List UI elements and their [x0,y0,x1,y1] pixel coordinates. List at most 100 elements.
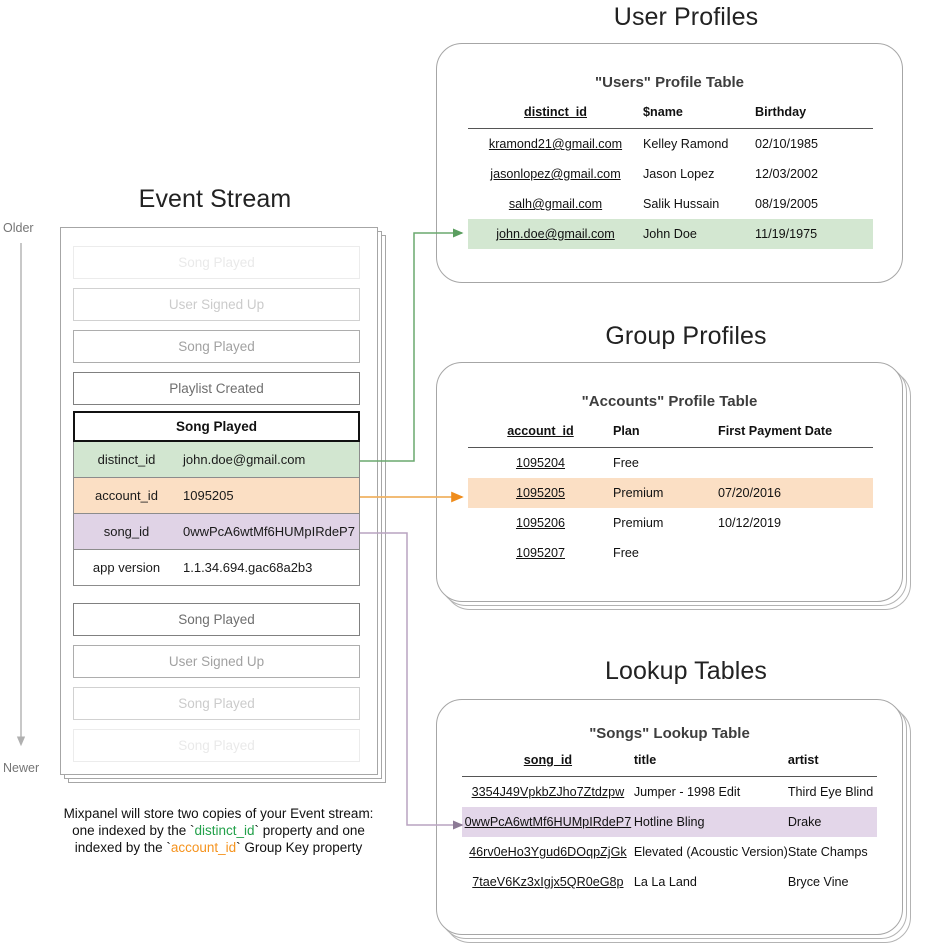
table-cell: Drake [787,807,877,837]
key-value: 7taeV6Kz3xIgjx5QR0eG8p [472,875,624,889]
caption-line-2-prefix: one indexed by the ` [72,823,195,838]
table-cell: 7taeV6Kz3xIgjx5QR0eG8p [462,867,634,897]
column-header: distinct_id [468,105,643,129]
table-cell: State Champs [787,845,868,859]
event-item-newer-2[interactable]: Song Played [73,687,360,720]
column-header: Plan [613,424,718,448]
caption-line-3-suffix: ` Group Key property [236,840,363,855]
table-cell: 1095207 [468,538,613,568]
table-cell: Premium [613,516,664,530]
event-label: User Signed Up [168,654,265,669]
table-cell: John Doe [643,219,755,249]
axis-label-older: Older [3,221,34,235]
songs-table-row[interactable]: 46rv0eHo3Ygud6DOqpZjGk Elevated (Acoustic… [462,837,877,867]
table-cell: 3354J49VpkbZJho7Ztdzpw [462,777,634,808]
event-item-older-2[interactable]: Song Played [73,330,360,363]
key-value: jasonlopez@gmail.com [490,167,621,181]
axis-label-newer: Newer [3,761,40,775]
table-cell [718,538,873,568]
caption-line-2-suffix: ` property and one [254,823,365,838]
table-cell: Jason Lopez [643,167,715,181]
table-cell: Free [613,456,639,470]
event-property-value: 1.1.34.694.gac68a2b3 [183,560,313,575]
key-value: salh@gmail.com [508,197,603,211]
event-label: Song Played [178,612,255,627]
songs-table-row[interactable]: 7taeV6Kz3xIgjx5QR0eG8p La La Land Bryce Vi… [462,867,877,897]
event-item-older-3[interactable]: Playlist Created [73,372,360,405]
table-cell: Elevated (Acoustic Version) [633,845,788,859]
table-cell: john.doe@gmail.com [468,219,643,249]
key-value: 1095205 [515,486,566,500]
table-cell: 1095205 [468,478,613,508]
lookup-tables-heading: Lookup Tables [604,657,768,685]
user-profiles-heading: User Profiles [613,3,759,31]
table-cell: Bryce Vine [787,875,849,889]
key-value: john.doe@gmail.com [496,227,615,241]
event-stream-heading: Event Stream [138,185,292,213]
key-value: 3354J49VpkbZJho7Ztdzpw [471,785,625,799]
column-header: title [633,753,788,777]
table-cell: La La Land [633,875,697,889]
table-cell: 08/19/2005 [755,197,819,211]
event-label: Song Played [178,738,255,753]
event-label: Playlist Created [169,381,264,396]
table-cell: kramond21@gmail.com [468,129,643,160]
table-cell: salh@gmail.com [468,189,643,219]
accounts-table-row[interactable]: 1095206 Premium 10/12/2019 [468,508,873,538]
event-item-older-1[interactable]: User Signed Up [73,288,360,321]
event-label: Song Played [178,696,255,711]
column-header: Birthday [755,105,873,129]
event-property-key: song_id [103,524,150,539]
table-cell: 12/03/2002 [755,167,819,181]
table-cell [718,448,873,479]
key-value: 1095206 [515,516,566,530]
event-label: Song Played [178,339,255,354]
column-header: artist [787,753,877,777]
table-cell: Free [613,546,639,560]
event-item-newer-3[interactable]: Song Played [73,729,360,762]
users-table-row[interactable]: salh@gmail.com Salik Hussain 08/19/2005 [468,189,873,219]
event-label: User Signed Up [168,297,265,312]
group-profiles-heading: Group Profiles [605,322,767,350]
table-cell: 10/12/2019 [718,516,782,530]
table-cell: Third Eye Blind [787,785,874,799]
event-item-newer-1[interactable]: User Signed Up [73,645,360,678]
column-header: $name [643,105,755,129]
diagram-caption: Mixpanel will store two copies of your E… [46,805,391,856]
column-header: First Payment Date [718,424,873,448]
caption-line-1: Mixpanel will store two copies of your E… [63,806,374,821]
key-value: 46rv0eHo3Ygud6DOqpZjGk [469,845,627,859]
table-cell: Salik Hussain [643,197,720,211]
event-item-newer-0[interactable]: Song Played [73,603,360,636]
event-property-row[interactable]: song_id 0wwPcA6wtMf6HUMpIRdeP7 [73,514,360,550]
songs-table-title: "Songs" Lookup Table [589,725,750,742]
event-property-value: 0wwPcA6wtMf6HUMpIRdeP7 [183,524,355,539]
column-header: account_id [468,424,613,448]
table-cell: 1095206 [468,508,613,538]
table-cell: 46rv0eHo3Ygud6DOqpZjGk [462,837,634,867]
event-property-key: distinct_id [97,452,156,467]
users-table-row[interactable]: jasonlopez@gmail.com Jason Lopez 12/03/200… [468,159,873,189]
event-item-older-0[interactable]: Song Played [73,246,360,279]
table-cell: 0wwPcA6wtMf6HUMpIRdeP7 [462,807,634,837]
event-label: Song Played [178,255,255,270]
table-cell: 02/10/1985 [755,137,819,151]
accounts-table-title: "Accounts" Profile Table [581,393,758,410]
